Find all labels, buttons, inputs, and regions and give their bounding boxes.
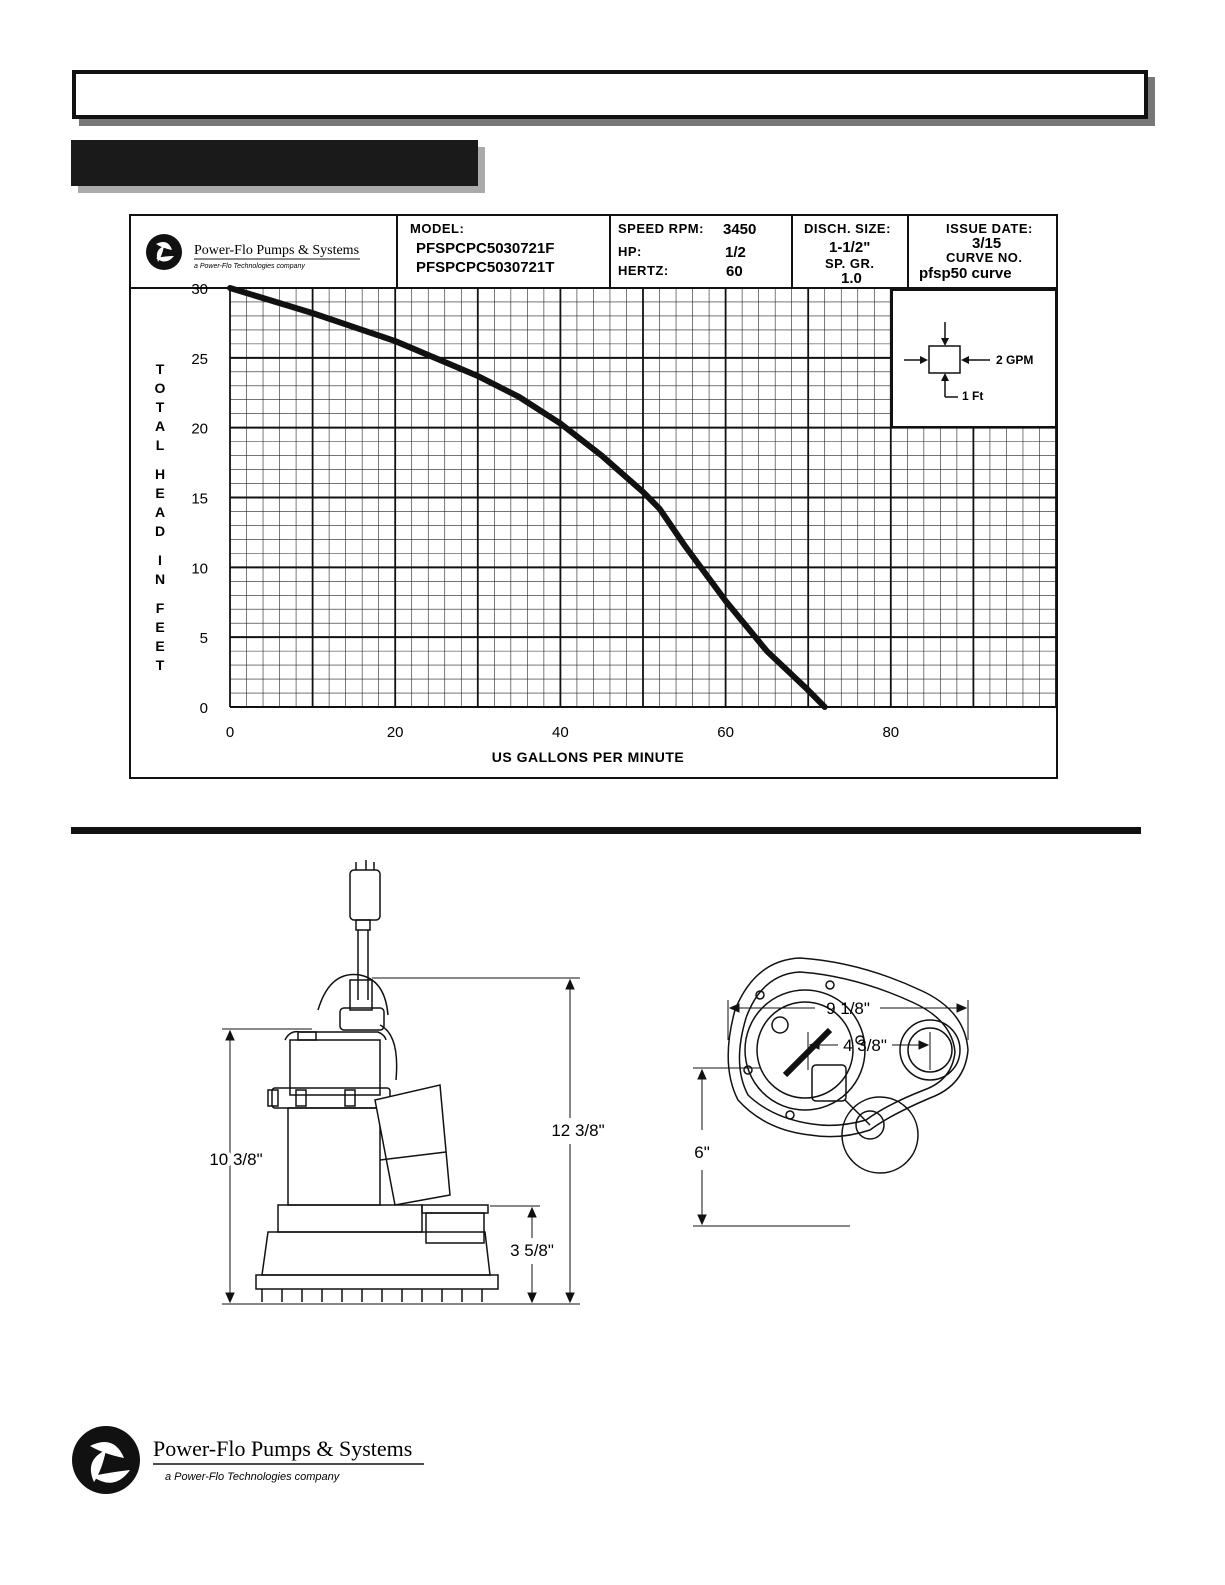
pump-side-view-drawing <box>255 860 499 1302</box>
speed-value: 3450 <box>723 221 756 238</box>
disch-label: DISCH. SIZE: <box>804 221 891 236</box>
disch-value: 1-1/2" <box>829 239 870 256</box>
dimension-drawings: 10 3/8" 10 3/8" 12 3/8" 3 5/8" 9 1/8" 4 <box>205 860 969 1305</box>
y-tick-label: 25 <box>191 351 208 368</box>
speed-label: SPEED RPM: <box>618 221 704 236</box>
performance-chart: Power-Flo Pumps & Systems a Power-Flo Te… <box>129 214 1058 779</box>
model-name-1: PFSPCPC5030721F <box>416 240 554 257</box>
chart-frame <box>129 214 1058 779</box>
x-axis-label: US GALLONS PER MINUTE <box>492 749 685 765</box>
legend-gpm-label: 2 GPM <box>996 353 1033 367</box>
dim-top-offset: 4 3/8" <box>843 1036 887 1055</box>
footer-brand-name: Power-Flo Pumps & Systems <box>153 1436 412 1461</box>
section-divider <box>71 827 1141 834</box>
x-tick-label: 20 <box>387 724 404 741</box>
issue-value: 3/15 <box>972 235 1001 252</box>
footer-logo: Power-Flo Pumps & Systems a Power-Flo Te… <box>72 1426 424 1494</box>
x-tick-label: 80 <box>882 724 899 741</box>
y-tick-label: 20 <box>191 421 208 438</box>
dim-total-height: 12 3/8" <box>551 1121 604 1140</box>
y-tick-label: 0 <box>200 700 208 717</box>
issue-label: ISSUE DATE: <box>946 221 1033 236</box>
header-logo-icon <box>146 234 182 270</box>
legend-ft-label: 1 Ft <box>962 389 983 403</box>
performance-curve-line-0 <box>227 285 828 710</box>
hp-label: HP: <box>618 244 642 259</box>
scale-legend-box <box>891 289 1057 428</box>
section-heading-bar <box>71 140 478 186</box>
curve-layer <box>227 285 828 710</box>
dim-top-depth: 6" <box>694 1143 710 1162</box>
pump-top-view-drawing <box>727 957 969 1174</box>
header-brand-name: Power-Flo Pumps & Systems <box>194 243 359 258</box>
footer-logo-icon <box>72 1426 140 1494</box>
spgr-label: SP. GR. <box>825 256 875 271</box>
top-dimension-lines <box>693 1000 969 1227</box>
hp-value: 1/2 <box>725 244 746 261</box>
dim-body-height: 10 3/8" <box>209 1150 262 1169</box>
model-label: MODEL: <box>410 221 464 236</box>
x-tick-label: 60 <box>717 724 734 741</box>
model-name-2: PFSPCPC5030721T <box>416 259 554 276</box>
y-tick-label: 5 <box>200 630 208 647</box>
hertz-value: 60 <box>726 263 743 280</box>
y-tick-label: 15 <box>191 491 208 508</box>
dim-discharge-height: 3 5/8" <box>510 1241 554 1260</box>
curve-value: pfsp50 curve <box>919 265 1012 282</box>
spgr-value: 1.0 <box>841 270 862 287</box>
scale-legend: 2 GPM 1 Ft <box>904 322 1033 403</box>
footer-brand-tagline: a Power-Flo Technologies company <box>165 1471 341 1483</box>
dim-top-width: 9 1/8" <box>826 999 870 1018</box>
x-tick-label: 0 <box>226 724 234 741</box>
title-bar <box>72 70 1148 119</box>
svg-text:10 3/8": 10 3/8" <box>209 1150 262 1169</box>
y-tick-label: 30 <box>191 281 208 298</box>
y-tick-label: 10 <box>191 560 208 577</box>
header-brand-tagline: a Power-Flo Technologies company <box>194 263 305 270</box>
tick-layer: 0 20 40 60 80 0 5 10 15 20 25 30 <box>191 281 899 741</box>
curve-label: CURVE NO. <box>946 250 1023 265</box>
x-tick-label: 40 <box>552 724 569 741</box>
hertz-label: HERTZ: <box>618 263 669 278</box>
